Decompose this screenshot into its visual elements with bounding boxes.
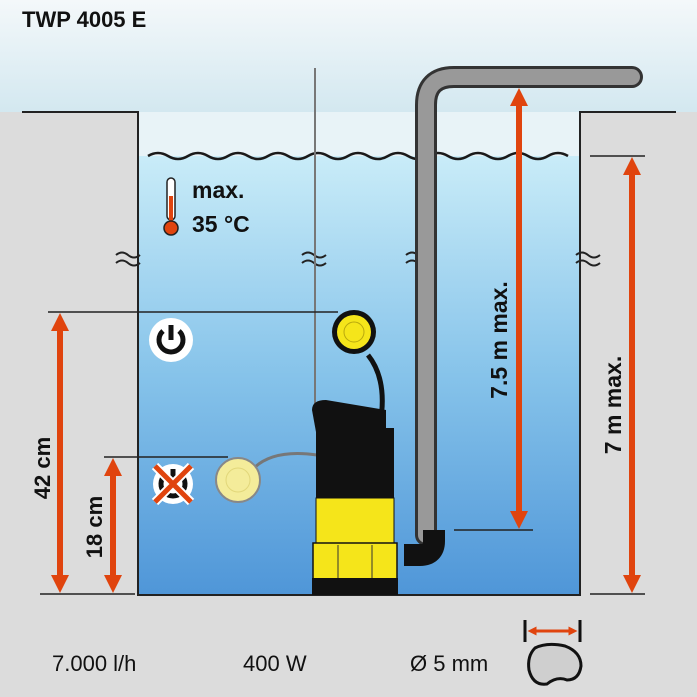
float-cable-off <box>253 452 318 469</box>
power-off-icon <box>151 462 195 506</box>
power-on-icon <box>149 318 193 362</box>
switch-on-height-label: 42 cm <box>30 437 55 499</box>
float-switch-on <box>332 310 376 354</box>
pump <box>312 400 398 595</box>
power-spec: 400 W <box>243 651 307 676</box>
immersion-depth-label: 7 m max. <box>600 356 626 454</box>
thermometer-icon <box>163 177 179 236</box>
hose <box>418 69 640 543</box>
temperature-label: max. <box>192 177 244 203</box>
temperature-value: 35 °C <box>192 211 250 237</box>
float-switch-off <box>215 457 261 503</box>
delivery-head-label: 7.5 m max. <box>486 281 512 399</box>
particle-size-spec: Ø 5 mm <box>410 651 488 676</box>
product-title: TWP 4005 E <box>22 7 146 32</box>
water-surface <box>147 151 569 161</box>
particle-size-icon <box>523 620 583 686</box>
sky-background <box>0 0 697 112</box>
switch-off-height-label: 18 cm <box>82 496 107 558</box>
flow-rate-spec: 7.000 l/h <box>52 651 136 676</box>
hose-elbow <box>404 530 445 566</box>
